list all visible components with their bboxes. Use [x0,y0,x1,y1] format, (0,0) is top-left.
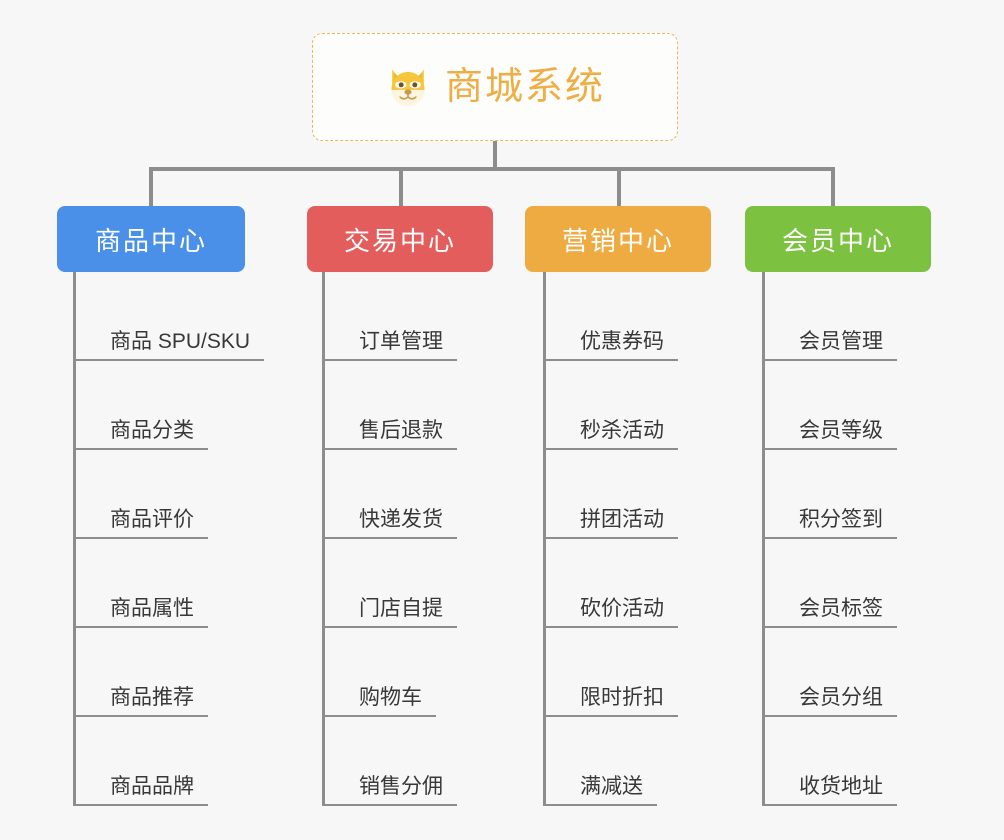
connector-horizontal-bus [149,167,835,171]
leaf-item-label: 商品推荐 [110,685,194,709]
leaf-item-label: 优惠券码 [580,329,664,353]
leaf-item-label: 会员分组 [799,685,883,709]
leaf-item[interactable]: 收货地址 [765,717,897,806]
category-box-2[interactable]: 交易中心 [307,206,493,272]
category-label: 交易中心 [343,225,456,256]
branch-spine [543,272,546,806]
leaf-item-label: 满减送 [580,774,643,798]
leaf-item[interactable]: 商品属性 [76,539,208,628]
root-node[interactable]: 商城系统 [312,33,678,141]
leaf-item[interactable]: 拼团活动 [546,450,678,539]
leaf-item[interactable]: 会员分组 [765,628,897,717]
connector-drop-1 [149,167,153,208]
leaf-item-label: 门店自提 [359,596,443,620]
branch-spine [322,272,325,806]
leaf-item[interactable]: 限时折扣 [546,628,678,717]
leaf-item[interactable]: 积分签到 [765,450,897,539]
leaf-item-label: 会员等级 [799,418,883,442]
leaf-item[interactable]: 商品 SPU/SKU [76,272,265,361]
leaf-item-label: 购物车 [359,685,422,709]
connector-root-stub [493,141,497,169]
leaf-item[interactable]: 商品分类 [76,361,208,450]
leaf-item[interactable]: 购物车 [325,628,436,717]
leaf-item-label: 砍价活动 [580,596,664,620]
leaf-item-label: 收货地址 [799,774,883,798]
leaf-item[interactable]: 会员管理 [765,272,897,361]
connector-drop-3 [617,167,621,208]
leaf-item[interactable]: 优惠券码 [546,272,678,361]
leaf-item[interactable]: 销售分佣 [325,717,457,806]
leaf-item-label: 会员管理 [799,329,883,353]
connector-drop-2 [399,167,403,208]
leaf-item[interactable]: 秒杀活动 [546,361,678,450]
leaf-item-label: 限时折扣 [580,685,664,709]
leaf-item-label: 拼团活动 [580,507,664,531]
category-box-4[interactable]: 会员中心 [745,206,931,272]
leaf-item[interactable]: 会员标签 [765,539,897,628]
leaf-item[interactable]: 门店自提 [325,539,457,628]
leaf-item-label: 商品属性 [110,596,194,620]
category-label: 商品中心 [94,225,207,256]
leaf-item[interactable]: 商品品牌 [76,717,208,806]
leaf-item-label: 销售分佣 [359,774,443,798]
leaf-item[interactable]: 快递发货 [325,450,457,539]
branch-spine [73,272,76,806]
root-title: 商城系统 [444,66,605,108]
leaf-item-label: 商品 SPU/SKU [110,329,251,353]
leaf-item-label: 秒杀活动 [580,418,664,442]
branch-spine [762,272,765,806]
leaf-item-label: 订单管理 [359,329,443,353]
shiba-dog-face-icon [385,64,431,110]
leaf-item-label: 售后退款 [359,418,443,442]
connector-drop-4 [831,167,835,208]
category-label: 会员中心 [781,225,894,256]
leaf-item[interactable]: 售后退款 [325,361,457,450]
leaf-item-label: 商品分类 [110,418,194,442]
leaf-item[interactable]: 订单管理 [325,272,457,361]
leaf-item[interactable]: 砍价活动 [546,539,678,628]
category-label: 营销中心 [561,225,674,256]
leaf-item-label: 商品评价 [110,507,194,531]
leaf-item-label: 积分签到 [799,507,883,531]
leaf-item[interactable]: 商品推荐 [76,628,208,717]
leaf-item[interactable]: 满减送 [546,717,657,806]
leaf-item[interactable]: 商品评价 [76,450,208,539]
category-box-3[interactable]: 营销中心 [525,206,711,272]
leaf-item-label: 快递发货 [359,507,443,531]
leaf-item-label: 商品品牌 [110,774,194,798]
leaf-item-label: 会员标签 [799,596,883,620]
category-box-1[interactable]: 商品中心 [57,206,245,272]
leaf-item[interactable]: 会员等级 [765,361,897,450]
